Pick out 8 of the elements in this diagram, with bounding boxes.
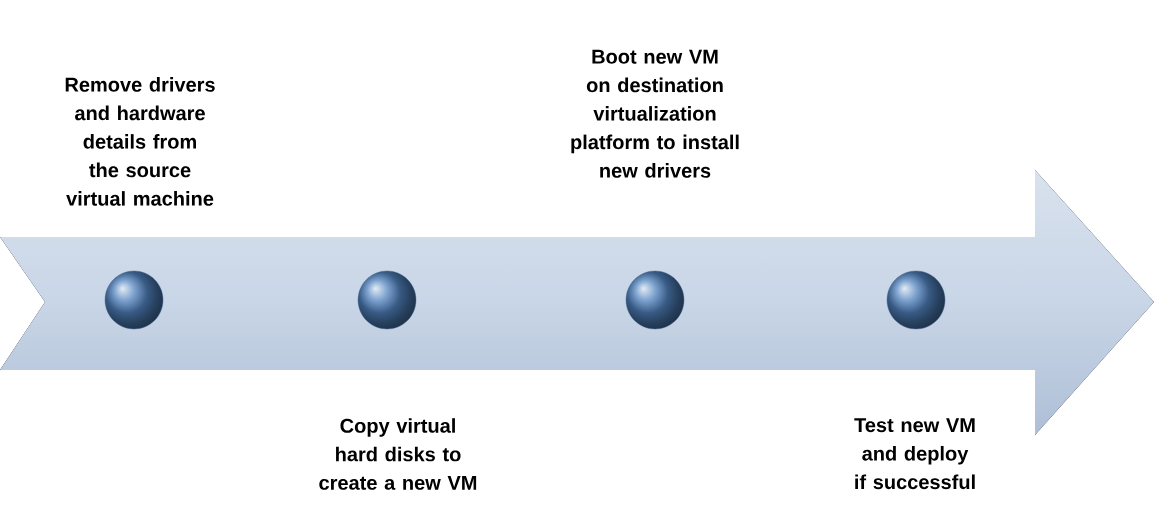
milestone-circle — [104, 270, 164, 330]
milestone-circle — [886, 270, 946, 330]
step-label: Test new VM and deploy if successful — [854, 418, 975, 490]
step-label: Copy virtual hard disks to create a new VM — [319, 418, 477, 490]
step-label: Boot new VM on destination virtualization platform to install new drivers — [571, 49, 739, 178]
milestone-circle — [625, 270, 685, 330]
milestone-circle — [357, 270, 417, 330]
step-label: Remove drivers and hardware details from the source virtual machine — [65, 77, 215, 206]
